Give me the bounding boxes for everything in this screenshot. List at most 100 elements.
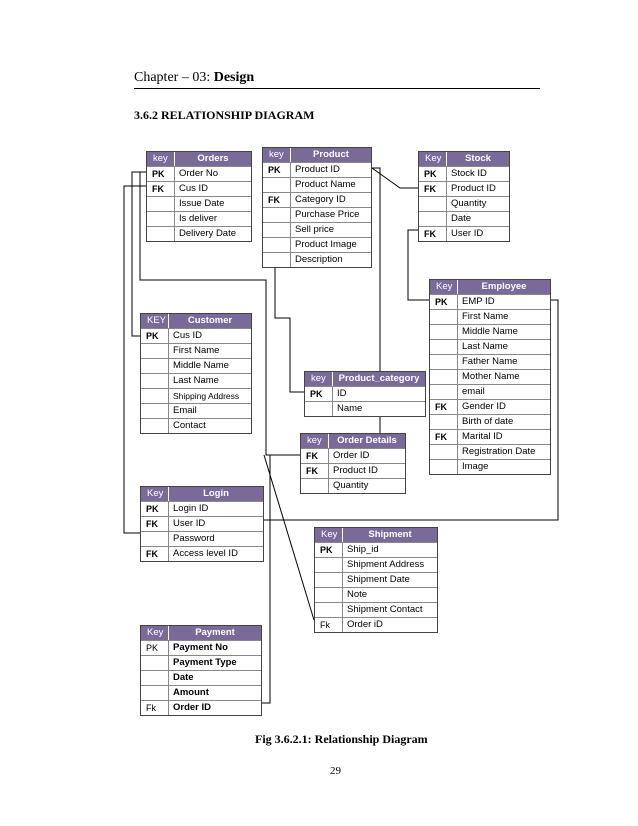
row-key — [141, 389, 169, 403]
table-row: Image — [430, 459, 550, 474]
row-field: Date — [451, 213, 472, 224]
row-field: ID — [337, 388, 347, 399]
table-row: Registration Date — [430, 444, 550, 459]
table-name: Shipment — [368, 529, 412, 540]
row-field: User ID — [173, 518, 206, 529]
row-key: FK — [141, 517, 169, 531]
row-key — [141, 686, 169, 700]
table-row: First Name — [430, 309, 550, 324]
row-key: PK — [419, 167, 447, 181]
row-field: Last Name — [173, 375, 219, 386]
row-field: Last Name — [462, 341, 508, 352]
row-key — [263, 238, 291, 252]
row-key — [430, 460, 458, 474]
row-key — [301, 479, 329, 493]
row-field: Quantity — [333, 480, 369, 491]
row-field: Description — [295, 254, 343, 265]
row-field: Password — [173, 533, 215, 544]
table-row: Middle Name — [430, 324, 550, 339]
row-field: Payment No — [173, 642, 228, 653]
row-field: Contact — [173, 420, 206, 431]
table-row: Product Name — [263, 177, 371, 192]
table-name: Product_category — [338, 373, 420, 384]
table-row: Last Name — [430, 339, 550, 354]
row-key — [263, 208, 291, 222]
table-row: Purchase Price — [263, 207, 371, 222]
row-field: Cus ID — [179, 183, 209, 194]
row-field: Note — [347, 589, 368, 600]
row-key — [263, 223, 291, 237]
table-row: Shipment Contact — [315, 602, 437, 617]
row-field: Registration Date — [462, 446, 536, 457]
table-row: Father Name — [430, 354, 550, 369]
table-row: Description — [263, 252, 371, 267]
link-stock-employee — [407, 229, 430, 301]
row-key — [141, 671, 169, 685]
key-header: key — [147, 152, 175, 166]
table-row: Mother Name — [430, 369, 550, 384]
link-employee-login — [264, 299, 559, 521]
row-field: Gender ID — [462, 401, 506, 412]
row-key: FK — [263, 193, 291, 207]
row-key: FK — [430, 430, 458, 444]
row-key — [141, 656, 169, 670]
chapter-header: Chapter – 03: Design — [134, 70, 254, 86]
link-product-stock — [371, 167, 418, 189]
key-header: key — [305, 372, 333, 386]
table-row: Shipment Address — [315, 557, 437, 572]
row-key: FK — [419, 182, 447, 196]
row-key — [315, 603, 343, 617]
table-row: Shipment Date — [315, 572, 437, 587]
row-field: Shipment Address — [347, 559, 425, 570]
table-row: Issue Date — [147, 196, 251, 211]
row-field: Amount — [173, 687, 209, 698]
row-key — [141, 374, 169, 388]
table-row: Amount — [141, 685, 261, 700]
link-orderdetails-shipment — [263, 454, 315, 621]
row-key: FK — [301, 449, 329, 463]
table-row: Date — [419, 211, 509, 226]
table-row: Last Name — [141, 373, 251, 388]
table-name: Stock — [465, 153, 491, 164]
chapter-prefix: Chapter – 03: — [134, 70, 214, 85]
table-row: FK Marital ID — [430, 429, 550, 444]
row-field: Cus ID — [173, 330, 203, 341]
row-field: Product ID — [451, 183, 496, 194]
table-row: Contact — [141, 418, 251, 433]
row-key — [147, 197, 175, 211]
row-field: Order iD — [347, 619, 383, 630]
row-field: Middle Name — [462, 326, 518, 337]
table-row: Payment Type — [141, 655, 261, 670]
row-key — [430, 340, 458, 354]
row-field: Marital ID — [462, 431, 503, 442]
row-field: Payment Type — [173, 657, 237, 668]
row-field: Order ID — [173, 702, 212, 713]
link-orders-customer — [123, 185, 148, 534]
table-name: Order Details — [337, 435, 397, 446]
row-field: EMP ID — [462, 296, 495, 307]
row-key: PK — [315, 543, 343, 557]
row-field: Mother Name — [462, 371, 520, 382]
row-field: Stock ID — [451, 168, 487, 179]
row-key: FK — [419, 227, 447, 241]
row-field: Login ID — [173, 503, 209, 514]
row-field: Image — [462, 461, 489, 472]
row-field: Access level ID — [173, 548, 238, 559]
row-key — [430, 310, 458, 324]
